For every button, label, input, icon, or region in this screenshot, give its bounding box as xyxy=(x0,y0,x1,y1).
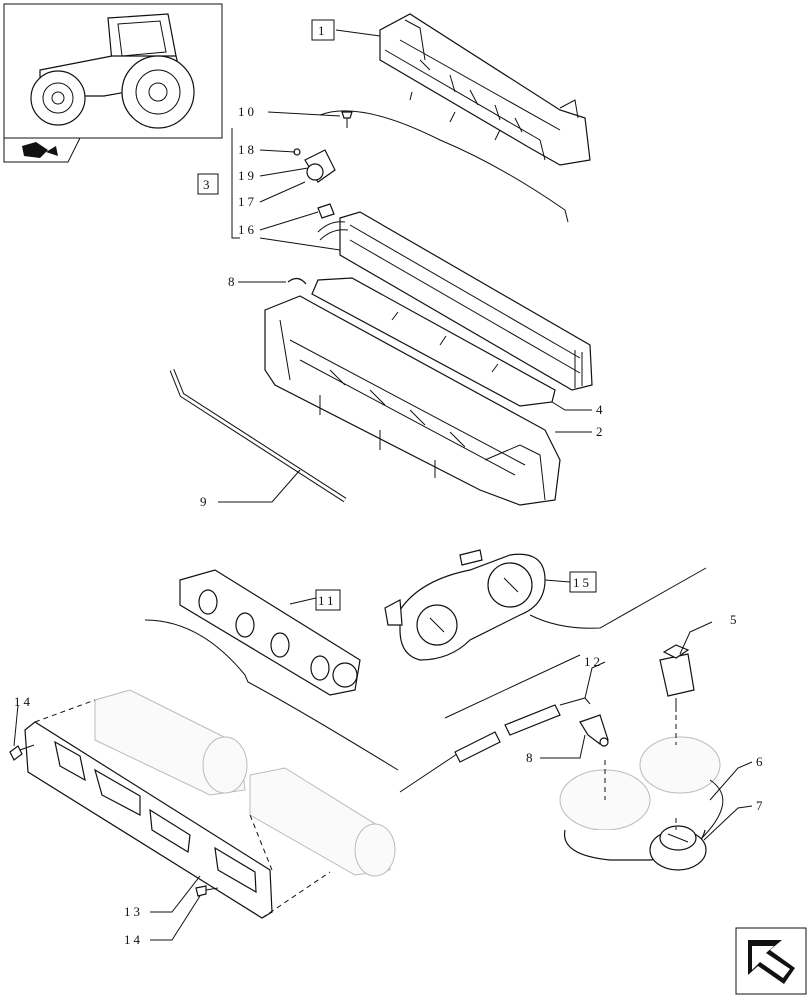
clip-8[interactable] xyxy=(287,277,307,285)
callout-4[interactable]: 4 xyxy=(596,402,606,417)
mounting-plate[interactable] xyxy=(24,721,273,919)
callout-1[interactable]: 1 xyxy=(318,23,328,38)
rear-blowers-ghost xyxy=(94,689,396,877)
section-tab[interactable] xyxy=(3,137,81,163)
callout-19[interactable]: 19 xyxy=(238,168,257,183)
callout-15[interactable]: 15 xyxy=(573,575,592,590)
control-cable[interactable] xyxy=(399,697,591,793)
callout-18[interactable]: 18 xyxy=(238,142,257,157)
callout-3[interactable]: 3 xyxy=(203,177,213,192)
callout-14-upper[interactable]: 14 xyxy=(14,694,33,709)
control-panel[interactable] xyxy=(384,549,546,661)
callout-14-lower[interactable]: 14 xyxy=(124,932,143,947)
callout-box-3 xyxy=(197,173,219,195)
callout-2[interactable]: 2 xyxy=(596,424,606,439)
callout-box-11 xyxy=(315,589,341,611)
callout-9[interactable]: 9 xyxy=(200,494,210,509)
upper-housing-assembly[interactable] xyxy=(379,13,591,166)
callout-10[interactable]: 10 xyxy=(238,104,257,119)
callout-box-1 xyxy=(311,19,335,41)
callout-16[interactable]: 16 xyxy=(238,222,257,237)
drain-hose[interactable] xyxy=(169,369,347,503)
callout-8-upper[interactable]: 8 xyxy=(228,274,238,289)
callout-8-lower[interactable]: 8 xyxy=(526,750,536,765)
temperature-sensor[interactable] xyxy=(659,644,695,712)
next-page-button[interactable] xyxy=(735,927,807,995)
callout-5[interactable]: 5 xyxy=(730,612,740,627)
callout-box-15 xyxy=(569,571,597,593)
tractor-icon xyxy=(30,13,195,129)
callout-6[interactable]: 6 xyxy=(756,754,766,769)
callout-11[interactable]: 11 xyxy=(318,593,337,608)
screw-14-upper[interactable] xyxy=(9,744,35,761)
control-knob[interactable] xyxy=(649,825,707,871)
next-page-arrow-icon xyxy=(748,940,795,984)
tractor-thumbnail[interactable] xyxy=(3,3,223,139)
assembly-break-lines xyxy=(144,110,707,771)
section-tab-icon xyxy=(22,142,58,158)
expansion-valve[interactable] xyxy=(293,148,336,219)
screw-14-lower[interactable] xyxy=(195,885,219,897)
callout-13[interactable]: 13 xyxy=(124,904,143,919)
leader-lines xyxy=(13,29,753,941)
callout-labels: 1 10 3 18 19 17 16 8 4 2 9 11 15 5 12 14… xyxy=(14,19,766,947)
heater-core[interactable] xyxy=(317,211,593,391)
screw-10[interactable] xyxy=(341,111,353,128)
blower-assembly[interactable] xyxy=(179,569,361,696)
callout-17[interactable]: 17 xyxy=(238,194,257,209)
callout-7[interactable]: 7 xyxy=(756,798,766,813)
lower-housing[interactable] xyxy=(264,295,561,506)
callout-12[interactable]: 12 xyxy=(584,654,603,669)
cable-lever[interactable] xyxy=(579,714,609,747)
